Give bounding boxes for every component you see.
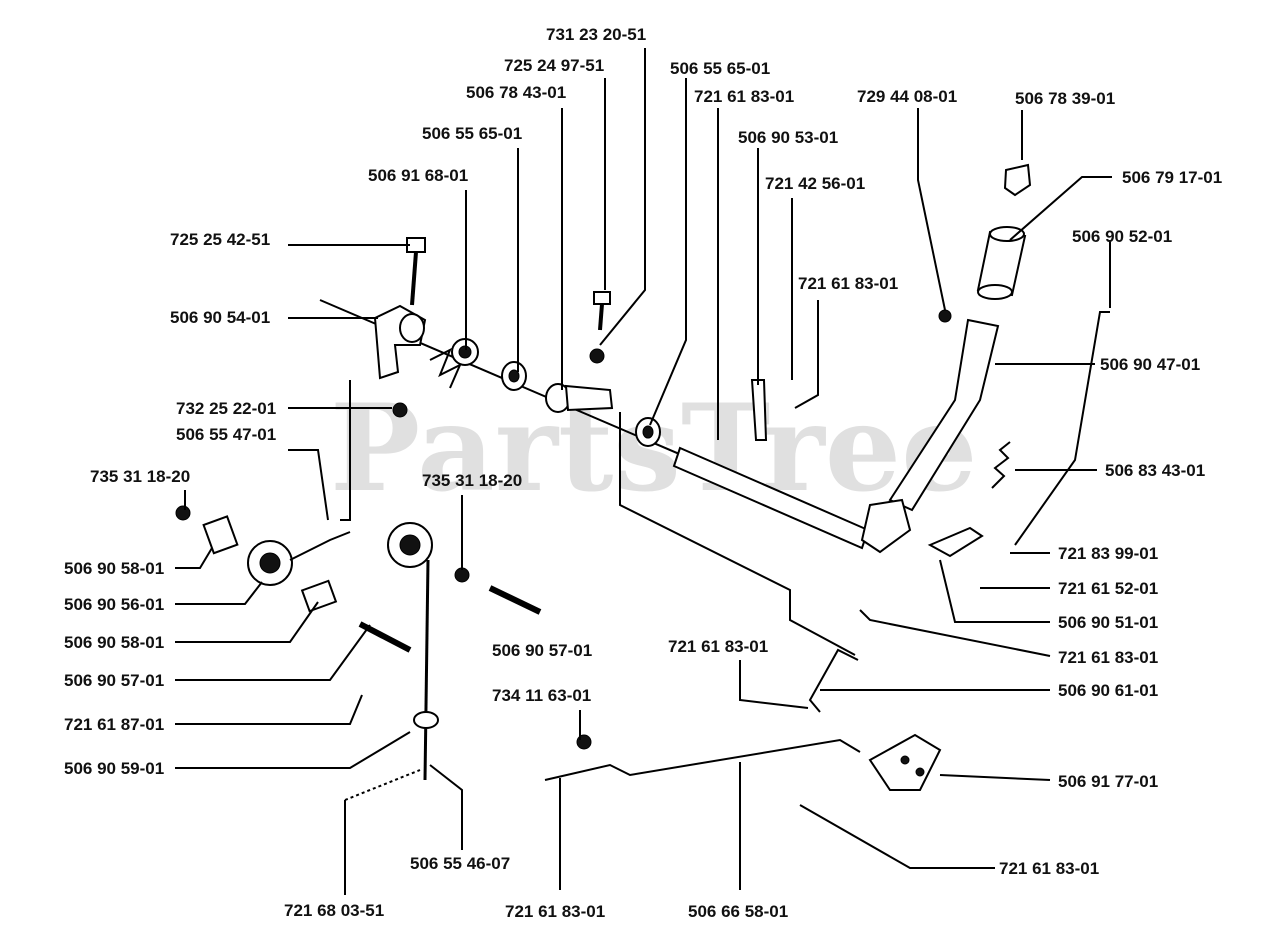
screw-part <box>589 291 611 364</box>
part-label: 506 90 58-01 <box>64 633 164 652</box>
part-label: 721 42 56-01 <box>765 174 865 193</box>
part-label: 725 24 97-51 <box>504 56 604 75</box>
part-label: 506 55 65-01 <box>422 124 522 143</box>
part-label: 721 61 83-01 <box>1058 648 1158 667</box>
part-label: 506 90 56-01 <box>64 595 164 614</box>
small-lever-part <box>927 526 984 558</box>
control-rod-part <box>544 738 861 781</box>
part-label: 735 31 18-20 <box>422 471 522 490</box>
spring-part <box>991 441 1011 489</box>
bushing-part-2 <box>635 417 661 447</box>
part-label: 506 91 68-01 <box>368 166 468 185</box>
linkage-part <box>808 648 859 713</box>
rod-part <box>1014 311 1110 546</box>
plate-part <box>868 733 942 791</box>
ball-part <box>938 309 952 323</box>
part-label: 731 23 20-51 <box>546 25 646 44</box>
belt-spring-part <box>289 531 351 561</box>
watermark: PartsTree <box>330 378 977 519</box>
pulley-part <box>202 515 412 653</box>
knob-part <box>1003 163 1032 197</box>
part-label: 721 68 03-51 <box>284 901 384 920</box>
part-label: 506 55 65-01 <box>670 59 770 78</box>
part-label: 725 25 42-51 <box>170 230 270 249</box>
part-label: 506 78 43-01 <box>466 83 566 102</box>
nut-part <box>392 402 408 418</box>
part-label: 721 61 83-01 <box>668 637 768 656</box>
part-label: 506 55 47-01 <box>176 425 276 444</box>
part-label: 506 90 57-01 <box>64 671 164 690</box>
part-label: 506 83 43-01 <box>1105 461 1205 480</box>
leader-lines <box>175 48 1112 895</box>
pin-part <box>750 379 768 441</box>
part-label: 729 44 08-01 <box>857 87 957 106</box>
link-wire <box>619 412 856 656</box>
part-label: 506 90 61-01 <box>1058 681 1158 700</box>
lever-part <box>545 383 614 413</box>
part-label: 506 79 17-01 <box>1122 168 1222 187</box>
part-labels: 731 23 20-51 725 24 97-51 506 55 65-01 5… <box>64 25 1222 921</box>
part-label: 506 90 59-01 <box>64 759 164 778</box>
part-label: 735 31 18-20 <box>90 467 190 486</box>
part-label: 721 83 99-01 <box>1058 544 1158 563</box>
tension-bolt-part <box>344 559 439 801</box>
part-label: 721 61 83-01 <box>694 87 794 106</box>
pulley-part-2 <box>175 505 542 615</box>
part-label: 506 90 57-01 <box>492 641 592 660</box>
bracket-part <box>373 304 427 380</box>
bolt-part <box>406 237 426 306</box>
handle-lever-part <box>860 318 1000 554</box>
part-label: 506 90 52-01 <box>1072 227 1172 246</box>
part-label: 506 66 58-01 <box>688 902 788 921</box>
part-label: 732 25 22-01 <box>176 399 276 418</box>
part-label: 506 91 77-01 <box>1058 772 1158 791</box>
part-label: 721 61 83-01 <box>505 902 605 921</box>
bushing-part <box>501 361 527 391</box>
part-label: 506 90 53-01 <box>738 128 838 147</box>
part-label: 506 90 47-01 <box>1100 355 1200 374</box>
part-label: 506 90 51-01 <box>1058 613 1158 632</box>
grip-part <box>976 226 1027 300</box>
part-label: 506 90 58-01 <box>64 559 164 578</box>
part-label: 721 61 87-01 <box>64 715 164 734</box>
part-label: 734 11 63-01 <box>492 686 591 705</box>
part-label: 506 90 54-01 <box>170 308 270 327</box>
part-label: 721 61 52-01 <box>1058 579 1158 598</box>
part-label: 506 55 46-07 <box>410 854 510 873</box>
part-label: 721 61 83-01 <box>999 859 1099 878</box>
part-label: 721 61 83-01 <box>798 274 898 293</box>
part-label: 506 78 39-01 <box>1015 89 1115 108</box>
